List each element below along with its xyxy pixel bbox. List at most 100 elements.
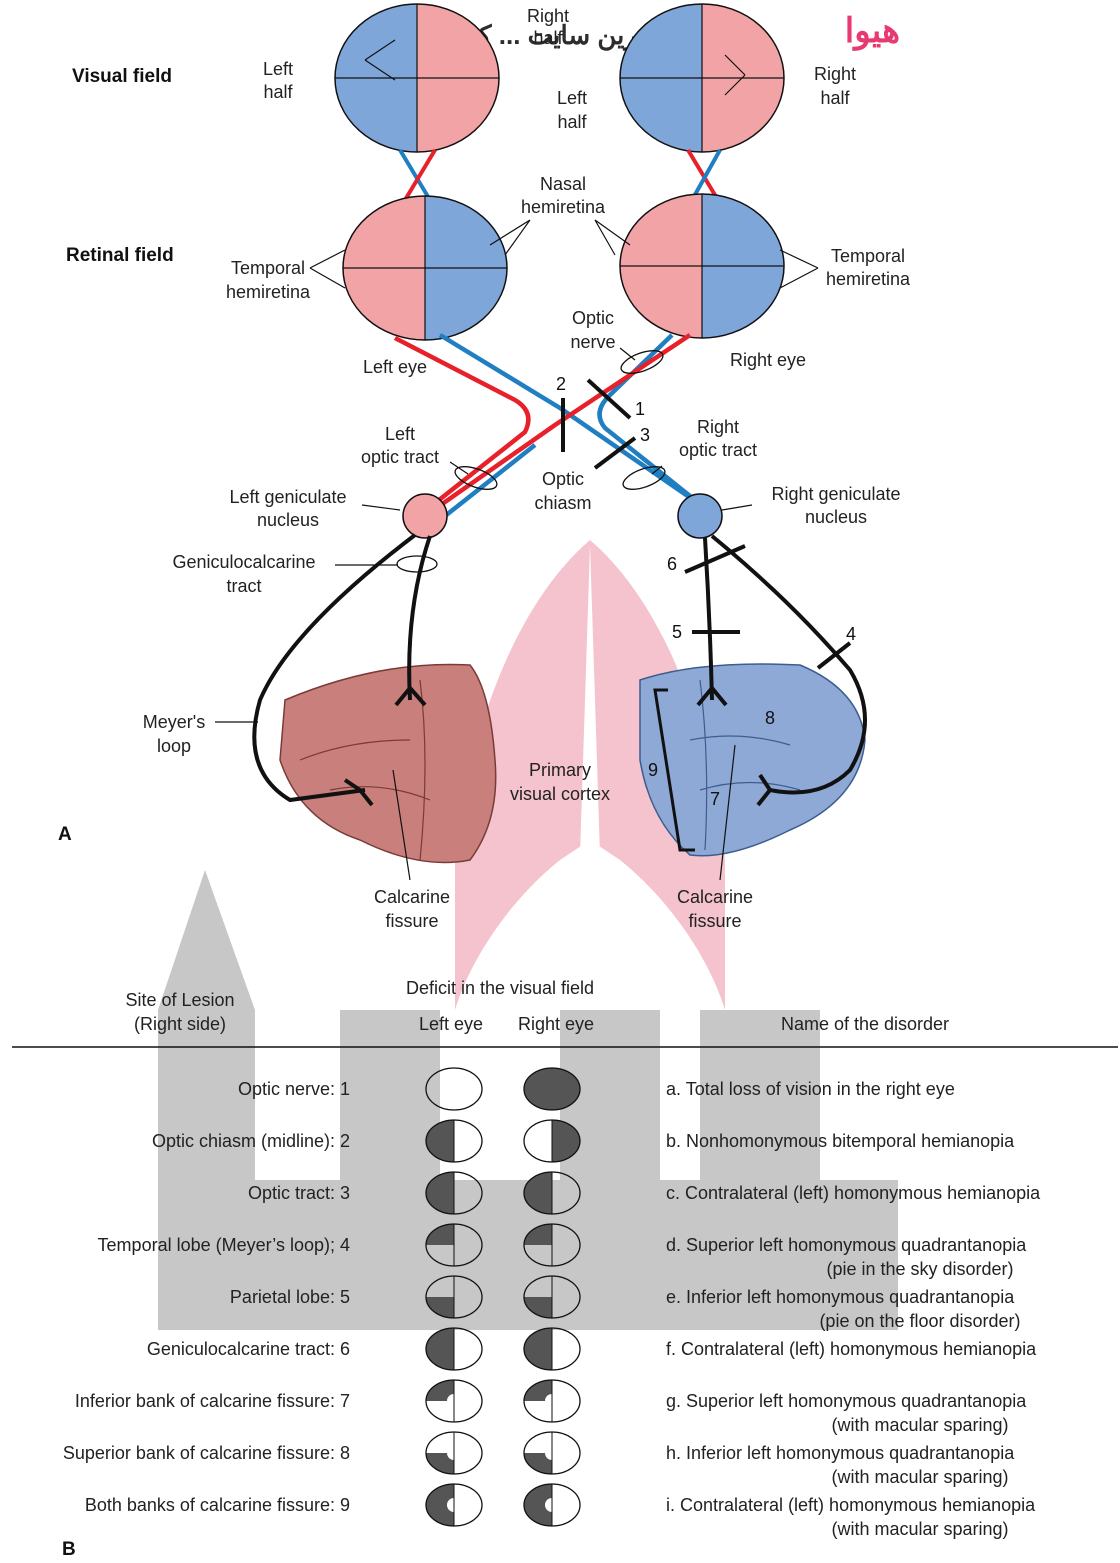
label-calcarine-left-1: Calcarine (374, 887, 450, 907)
label-meyers-loop-1: Meyer's (143, 712, 205, 732)
label-optic-chiasm-2: chiasm (534, 493, 591, 513)
visual-field-right-eye (620, 4, 784, 152)
label-left-half-right-1: Left (557, 88, 587, 108)
label-nasal-1: Nasal (540, 174, 586, 194)
label-left-geniculate-1: Left geniculate (229, 487, 346, 507)
panel-a: Visual field Retinal field (58, 4, 911, 931)
row-disorder-subtitle: (pie on the floor disorder) (819, 1311, 1020, 1331)
row-disorder-name: e. Inferior left homonymous quadrantanop… (666, 1287, 1015, 1307)
left-eye-deficit-field (426, 1484, 482, 1526)
lesion-num-3: 3 (640, 425, 650, 445)
row-disorder-name: a. Total loss of vision in the right eye (666, 1079, 955, 1099)
lesion-num-7: 7 (710, 789, 720, 809)
lesion-num-9: 9 (648, 760, 658, 780)
label-meyers-loop-2: loop (157, 736, 191, 756)
label-left-half-1: Left (263, 59, 293, 79)
row-disorder-subtitle: (with macular sparing) (831, 1467, 1008, 1487)
label-optic-chiasm-1: Optic (542, 469, 584, 489)
right-eye-deficit-field (524, 1328, 580, 1370)
row-site: Superior bank of calcarine fissure: 8 (63, 1443, 350, 1463)
row-disorder-name: b. Nonhomonymous bitemporal hemianopia (666, 1131, 1015, 1151)
label-primary-cortex-1: Primary (529, 760, 591, 780)
left-occipital-cortex (280, 664, 496, 862)
label-temporal-left-2: hemiretina (226, 282, 311, 302)
row-site: Both banks of calcarine fissure: 9 (85, 1495, 350, 1515)
lesion-num-5: 5 (672, 622, 682, 642)
left-eye-deficit-field (426, 1380, 482, 1422)
label-optic-nerve-1: Optic (572, 308, 614, 328)
row-disorder-subtitle: (with macular sparing) (831, 1519, 1008, 1539)
row-site: Geniculocalcarine tract: 6 (147, 1339, 350, 1359)
label-left-optic-tract-1: Left (385, 424, 415, 444)
header-deficit: Deficit in the visual field (406, 978, 594, 998)
label-optic-nerve-2: nerve (570, 332, 615, 352)
header-left-eye: Left eye (419, 1014, 483, 1034)
header-site-1: Site of Lesion (125, 990, 234, 1010)
right-eye-deficit-field (524, 1432, 580, 1474)
row-disorder-name: d. Superior left homonymous quadrantanop… (666, 1235, 1027, 1255)
label-calcarine-right-2: fissure (688, 911, 741, 931)
watermark-logo: هیوا (845, 12, 900, 51)
label-right-optic-tract-1: Right (697, 417, 739, 437)
row-site: Inferior bank of calcarine fissure: 7 (75, 1391, 350, 1411)
row-disorder-name: h. Inferior left homonymous quadrantanop… (666, 1443, 1015, 1463)
retinal-field-left-eye (343, 196, 507, 340)
lesion-num-8: 8 (765, 708, 775, 728)
label-nasal-2: hemiretina (521, 197, 606, 217)
right-occipital-cortex (640, 664, 865, 856)
row-disorder-name: i. Contralateral (left) homonymous hemia… (666, 1495, 1036, 1515)
right-eye-deficit-field (524, 1484, 580, 1526)
label-geniculocalcarine-2: tract (226, 576, 261, 596)
right-eye-deficit-field (524, 1120, 580, 1162)
row-site: Optic nerve: 1 (238, 1079, 350, 1099)
left-eye-deficit-field (426, 1120, 482, 1162)
label-primary-cortex-2: visual cortex (510, 784, 610, 804)
panel-b-letter: B (62, 1539, 76, 1560)
label-right-geniculate-1: Right geniculate (771, 484, 900, 504)
label-left-eye: Left eye (363, 357, 427, 377)
row-site: Optic chiasm (midline): 2 (152, 1131, 350, 1151)
label-calcarine-right-1: Calcarine (677, 887, 753, 907)
right-geniculate-nucleus (678, 494, 722, 538)
label-right-half-1: Right (814, 64, 856, 84)
label-right-optic-tract-2: optic tract (679, 440, 757, 460)
lesion-num-4: 4 (846, 624, 856, 644)
row-label-retinal-field: Retinal field (66, 245, 174, 266)
label-right-eye: Right eye (730, 350, 806, 370)
label-left-optic-tract-2: optic tract (361, 447, 439, 467)
label-right-half-top-1: Right (527, 6, 569, 26)
label-left-half-right-2: half (557, 112, 587, 132)
table-row: Both banks of calcarine fissure: 9 i. Con… (85, 1484, 1036, 1539)
label-temporal-right-1: Temporal (831, 246, 905, 266)
header-site-2: (Right side) (134, 1014, 226, 1034)
label-left-geniculate-2: nucleus (257, 510, 319, 530)
label-right-geniculate-2: nucleus (805, 507, 867, 527)
table-row: Geniculocalcarine tract: 6 f. Contralater… (147, 1328, 1037, 1370)
lesion-num-2: 2 (556, 374, 566, 394)
table-row: Superior bank of calcarine fissure: 8 h. … (63, 1432, 1015, 1487)
label-left-half-2: half (263, 82, 293, 102)
row-site: Temporal lobe (Meyer’s loop); 4 (98, 1235, 350, 1255)
label-temporal-left-1: Temporal (231, 258, 305, 278)
right-eye-deficit-field (524, 1380, 580, 1422)
row-disorder-subtitle: (pie in the sky disorder) (826, 1259, 1013, 1279)
retinal-field-right-eye (620, 194, 784, 338)
row-disorder-name: c. Contralateral (left) homonymous hemia… (666, 1183, 1041, 1203)
row-disorder-name: g. Superior left homonymous quadrantanop… (666, 1391, 1027, 1411)
left-eye-deficit-field (426, 1328, 482, 1370)
header-right-eye: Right eye (518, 1014, 594, 1034)
left-eye-deficit-field (426, 1432, 482, 1474)
visual-field-left-eye (335, 4, 499, 152)
row-label-visual-field: Visual field (72, 66, 172, 87)
row-disorder-name: f. Contralateral (left) homonymous hemia… (666, 1339, 1037, 1359)
label-geniculocalcarine-1: Geniculocalcarine (172, 552, 315, 572)
table-row: Inferior bank of calcarine fissure: 7 g. … (75, 1380, 1027, 1435)
lesion-num-1: 1 (635, 399, 645, 419)
label-right-half-top-2: half (533, 28, 563, 48)
left-geniculate-nucleus (403, 494, 447, 538)
row-site: Parietal lobe: 5 (230, 1287, 350, 1307)
right-eye-deficit-field (524, 1068, 580, 1110)
label-calcarine-left-2: fissure (385, 911, 438, 931)
header-name: Name of the disorder (781, 1014, 949, 1034)
